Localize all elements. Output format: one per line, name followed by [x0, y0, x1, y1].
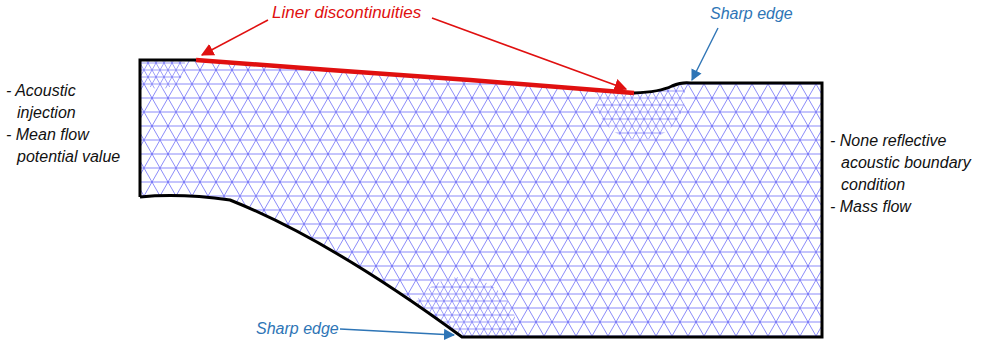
wall: [140, 60, 196, 197]
leader-line: [692, 28, 718, 80]
wall: [140, 83, 822, 337]
leader-line: [432, 18, 626, 89]
leader-line: [202, 20, 268, 55]
boundary-note: - None reflective acoustic boundary cond…: [830, 130, 984, 196]
leader-line: [340, 329, 454, 335]
callout-label: Sharp edge: [710, 3, 830, 25]
boundary-note: - Mean flow potential value: [6, 124, 129, 168]
boundary-note: - Mass flow: [830, 196, 984, 218]
mesh: [130, 39, 830, 349]
liner: [196, 60, 634, 93]
callout-label: Liner discontinuities: [272, 2, 442, 24]
callout-label: Sharp edge: [256, 318, 356, 340]
boundary-note: - Acoustic injection: [6, 80, 129, 124]
